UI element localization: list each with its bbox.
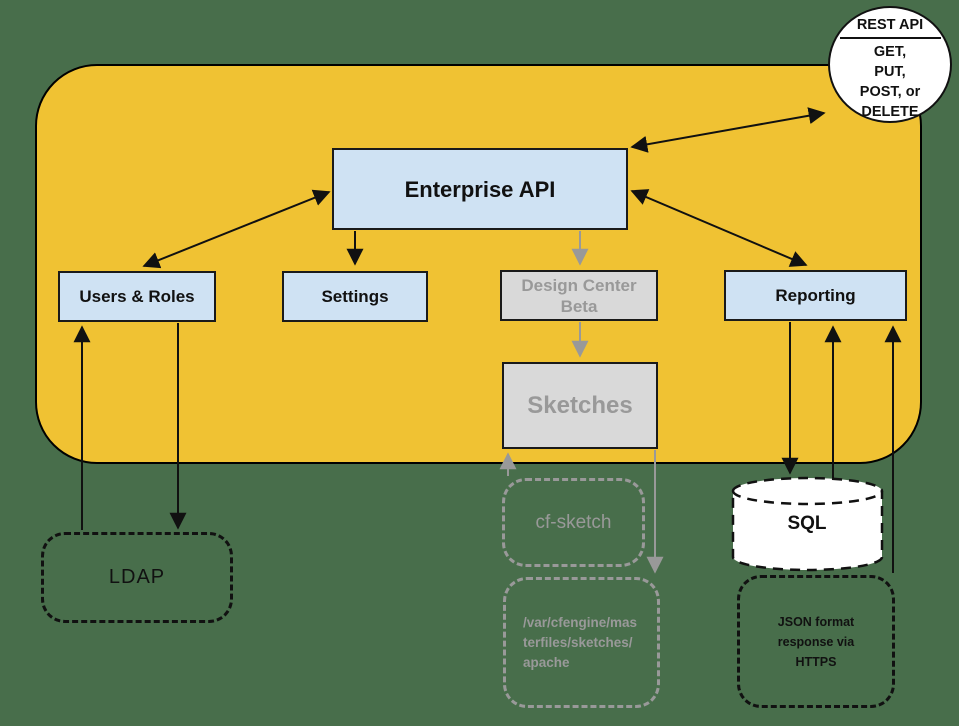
node-settings: Settings [282,271,428,322]
rest-api-title: REST API [856,17,924,33]
rest-api-method: DELETE [861,104,919,120]
rest-api-method: POST, or [859,84,921,100]
node-enterprise-api: Enterprise API [332,148,628,230]
node-ldap: LDAP [41,532,233,623]
sketch-path-line: terfiles/sketches/ [523,634,633,650]
sql-label: SQL [787,513,827,534]
rest-api-method: GET, [873,44,907,60]
node-cf-sketch: cf-sketch [502,478,645,567]
node-json-response: JSON format response via HTTPS [737,575,895,708]
node-sketch-path: /var/cfengine/mas terfiles/sketches/ apa… [503,577,660,708]
sketch-path-line: apache [523,654,570,670]
rest-api-methods: GET, PUT, POST, or DELETE [860,42,920,122]
arrow-enterprise-restapi [630,107,826,153]
rest-api-divider [839,37,941,39]
node-sketches: Sketches [502,362,658,449]
sql-cylinder [731,476,884,572]
node-design-center-beta: Design Center Beta [500,270,658,321]
rest-api-method: PUT, [874,64,906,80]
node-users-and-roles: Users & Roles [58,271,216,322]
arrow-enterprise-reporting [630,189,808,267]
sketch-path-line: /var/cfengine/mas [523,614,638,630]
node-reporting: Reporting [724,270,907,321]
node-rest-api: REST API GET, PUT, POST, or DELETE [828,6,952,123]
arrow-enterprise-users-roles [142,189,331,269]
